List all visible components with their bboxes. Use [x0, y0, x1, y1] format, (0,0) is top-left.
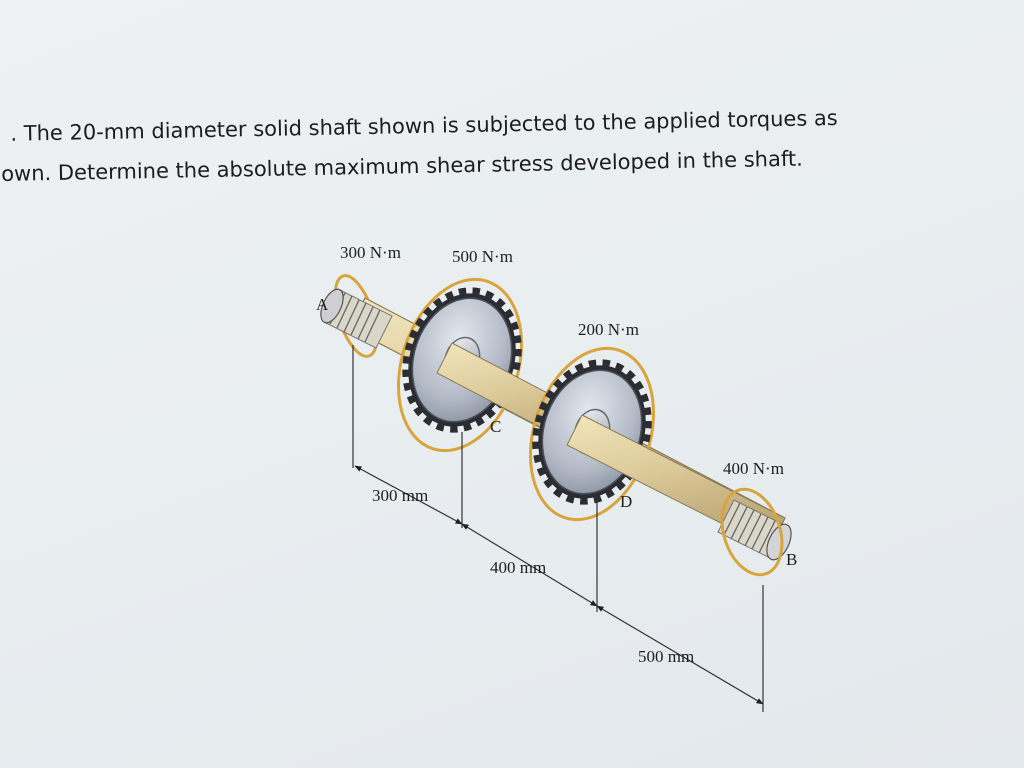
dimension-lines [352, 345, 764, 712]
dimension-label-ac: 300 mm [372, 486, 428, 505]
torque-label-c: 500 N·m [452, 247, 513, 266]
point-label-c: C [490, 417, 501, 436]
point-label-b: B [786, 550, 797, 569]
torque-arrow-b [720, 487, 784, 577]
torque-label-a: 300 N·m [340, 243, 401, 262]
point-label-d: D [620, 492, 632, 511]
dimension-label-db: 500 mm [638, 647, 694, 666]
point-label-a: A [316, 295, 329, 314]
torque-label-d: 200 N·m [578, 320, 639, 339]
torque-label-b: 400 N·m [723, 459, 784, 478]
dimension-label-cd: 400 mm [490, 558, 546, 577]
splined-end-a [320, 288, 393, 349]
splined-end-b [717, 499, 792, 561]
